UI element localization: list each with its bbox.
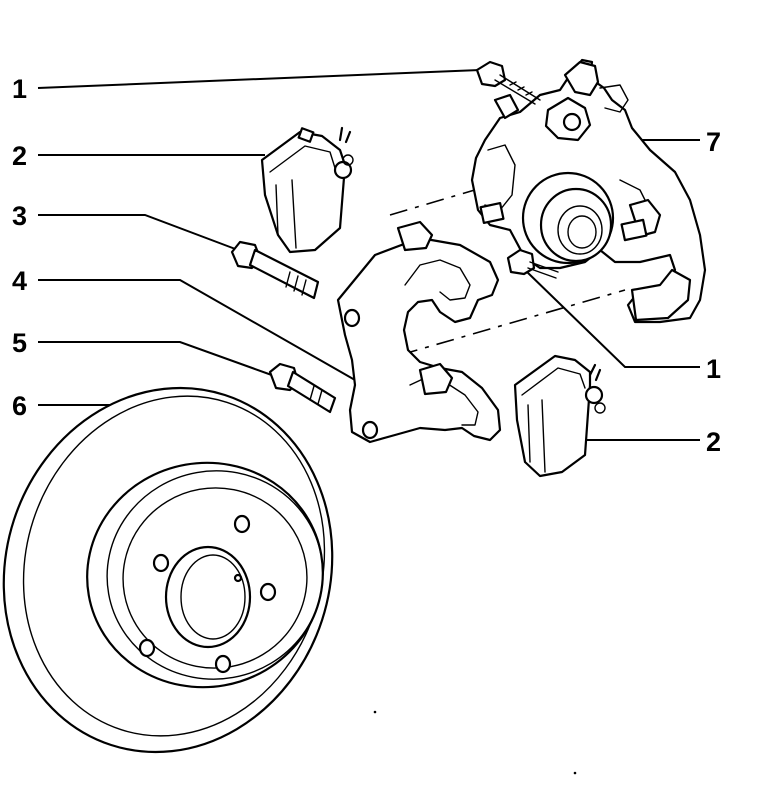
bolt-upper [475, 60, 541, 105]
callout-4-left: 4 [12, 266, 27, 296]
callout-6-left: 6 [12, 391, 27, 421]
callout-3-left: 3 [12, 201, 27, 231]
leader-3-left [38, 214, 239, 251]
leader-lines [37, 69, 700, 441]
callout-2-right: 2 [706, 427, 721, 457]
caliper-carrier [336, 220, 502, 444]
disc-bolt-hole [233, 514, 251, 534]
guide-pin-lower [268, 362, 337, 414]
callout-1-right: 1 [706, 354, 721, 384]
bolt-lower [506, 248, 559, 279]
caliper-housing [470, 58, 707, 324]
callout-7-right: 7 [706, 127, 721, 157]
brake-pad-outer [260, 126, 354, 254]
callout-1-left: 1 [12, 74, 27, 104]
disc-bolt-hole [152, 553, 170, 573]
guide-pin-upper [230, 240, 320, 300]
disc-bolt-hole [259, 582, 277, 602]
brake-disc [2, 386, 334, 754]
scan-marks [373, 710, 577, 775]
brake-pad-inner [513, 354, 606, 478]
disc-bolt-hole [138, 638, 156, 658]
leader-1-left [37, 69, 481, 89]
leader-4-left [38, 279, 356, 381]
callout-5-left: 5 [12, 328, 27, 358]
leader-1-right [524, 269, 700, 368]
callout-labels: 1 2 3 4 5 6 7 1 2 [12, 74, 721, 457]
leader-5-left [38, 341, 281, 379]
disc-bolt-hole [214, 654, 232, 674]
callout-2-left: 2 [12, 141, 27, 171]
